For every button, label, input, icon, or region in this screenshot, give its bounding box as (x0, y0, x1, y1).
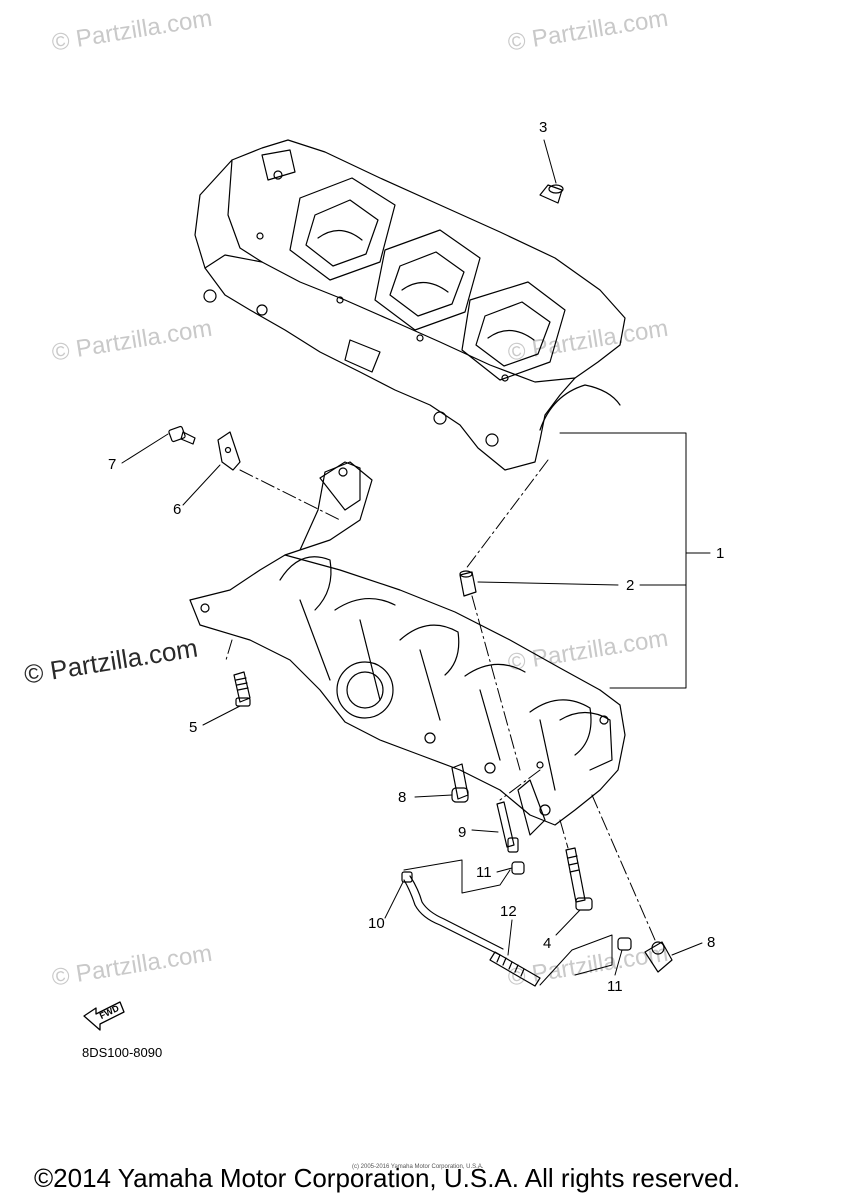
callout-2[interactable]: 2 (626, 577, 635, 594)
callout-9[interactable]: 9 (458, 824, 467, 841)
callout-10[interactable]: 10 (368, 915, 385, 932)
callout-8-right[interactable]: 8 (707, 934, 716, 951)
diagram-code: 8DS100-8090 (82, 1045, 163, 1060)
nut-part-11-right (617, 937, 632, 951)
callout-5[interactable]: 5 (189, 719, 198, 736)
callout-4[interactable]: 4 (543, 935, 552, 952)
fwd-arrow-icon (83, 1001, 125, 1031)
dowel-pin-part-3 (539, 184, 564, 204)
stud-part-9 (496, 801, 519, 853)
callout-8[interactable]: 8 (398, 789, 407, 806)
dowel-pin-part-2 (459, 570, 477, 597)
bolt-part-4 (565, 847, 593, 911)
lower-crankcase (189, 461, 626, 836)
copyright-footer: ©2014 Yamaha Motor Corporation, U.S.A. A… (34, 1163, 741, 1193)
callout-7[interactable]: 7 (108, 456, 117, 473)
callout-3[interactable]: 3 (539, 119, 548, 136)
callout-1[interactable]: 1 (716, 545, 725, 562)
callout-11[interactable]: 11 (476, 864, 492, 881)
bolt-part-7 (168, 425, 196, 445)
small-copyright-note: (c) 2005-2016 Yamaha Motor Corporation, … (352, 1164, 484, 1170)
callout-11-right[interactable]: 11 (607, 978, 623, 995)
nut-part-11 (511, 861, 525, 875)
leader-lines (121, 139, 711, 986)
callout-12[interactable]: 12 (500, 903, 517, 920)
upper-crankcase (194, 139, 626, 471)
bracket-part-6 (217, 431, 241, 471)
bolt-part-5 (233, 671, 251, 707)
hose-part-10 (401, 871, 504, 956)
pipe-part-12 (489, 951, 541, 987)
plug-part-8-right (644, 941, 673, 973)
callout-6[interactable]: 6 (173, 501, 182, 518)
